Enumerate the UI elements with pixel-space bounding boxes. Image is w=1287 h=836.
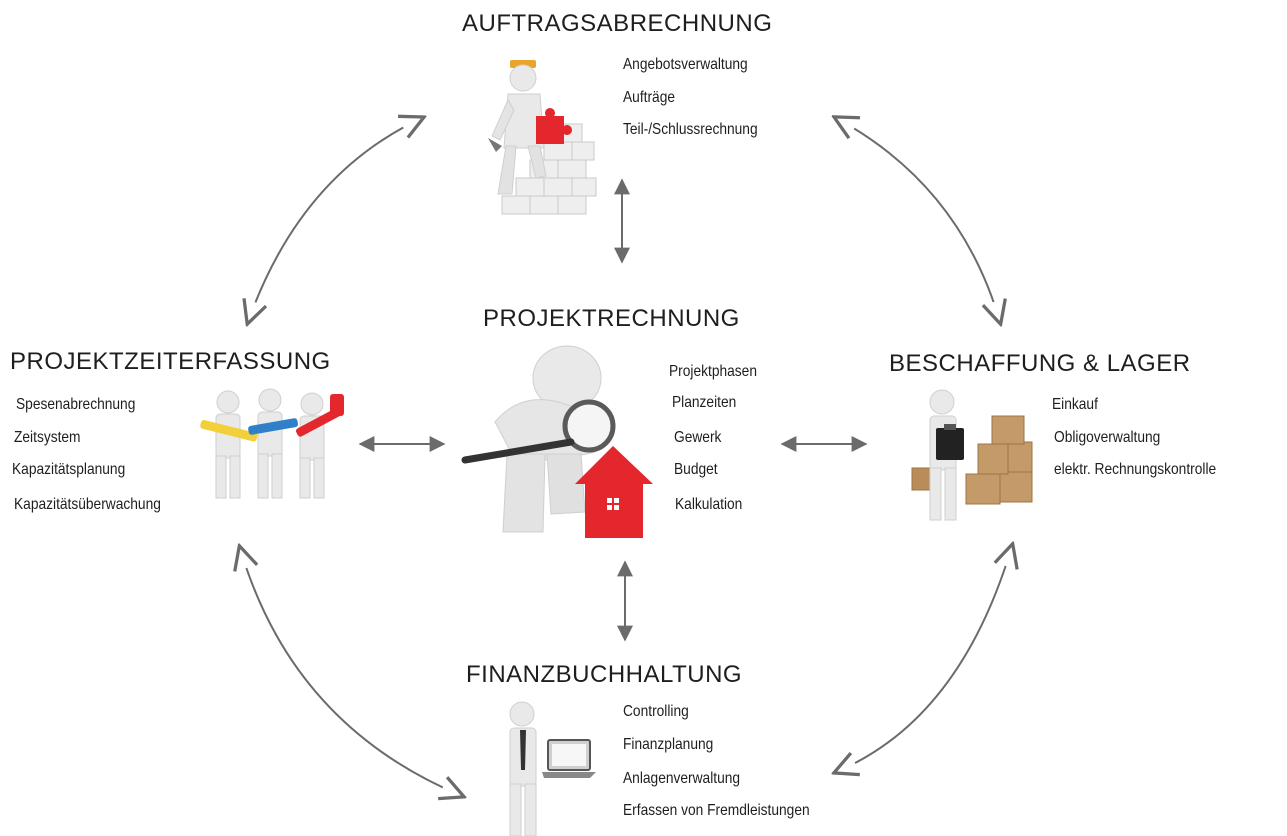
node-item-zeit-3: Kapazitätsüberwachung <box>14 496 161 513</box>
illustration-beschaffung-icon <box>911 389 1033 521</box>
node-item-projekt-1: Planzeiten <box>672 394 737 411</box>
node-title-finanz: FINANZBUCHHALTUNG <box>466 661 743 688</box>
node-item-beschaffung-2: elektr. Rechnungskontrolle <box>1054 461 1217 478</box>
node-item-beschaffung-0: Einkauf <box>1052 396 1098 413</box>
illustration-finanz-icon <box>509 701 596 836</box>
node-item-zeit-0: Spesenabrechnung <box>16 396 136 413</box>
node-title-projekt: PROJEKTRECHNUNG <box>483 305 740 332</box>
node-title-beschaffung: BESCHAFFUNG & LAGER <box>889 350 1191 377</box>
node-item-zeit-2: Kapazitätsplanung <box>12 461 126 478</box>
node-title-auftrag: AUFTRAGSABRECHNUNG <box>462 10 773 37</box>
node-item-finanz-0: Controlling <box>623 703 689 720</box>
illustration-auftrag-icon <box>488 60 597 215</box>
node-item-zeit-1: Zeitsystem <box>14 429 81 446</box>
node-item-projekt-4: Kalkulation <box>675 496 743 513</box>
node-item-auftrag-1: Aufträge <box>623 89 676 106</box>
node-item-projekt-0: Projektphasen <box>669 363 757 380</box>
node-item-projekt-3: Budget <box>674 461 718 478</box>
node-item-projekt-2: Gewerk <box>674 429 722 446</box>
node-item-auftrag-0: Angebotsverwaltung <box>623 56 748 73</box>
arc-auftrag-beschaffung <box>836 118 1000 322</box>
node-item-finanz-3: Erfassen von Fremdleistungen <box>623 802 810 819</box>
arc-zeit-finanz <box>240 548 462 796</box>
node-item-auftrag-2: Teil-/Schlussrechnung <box>623 121 758 138</box>
node-title-zeit: PROJEKTZEITERFASSUNG <box>10 348 331 375</box>
illustration-zeit-icon <box>200 388 344 499</box>
arc-zeit-auftrag <box>248 118 422 322</box>
illustration-projekt-icon <box>461 345 653 538</box>
node-item-finanz-1: Finanzplanung <box>623 736 714 753</box>
arc-beschaffung-finanz <box>836 546 1012 772</box>
node-item-finanz-2: Anlagenverwaltung <box>623 770 741 787</box>
node-item-beschaffung-1: Obligoverwaltung <box>1054 429 1161 446</box>
